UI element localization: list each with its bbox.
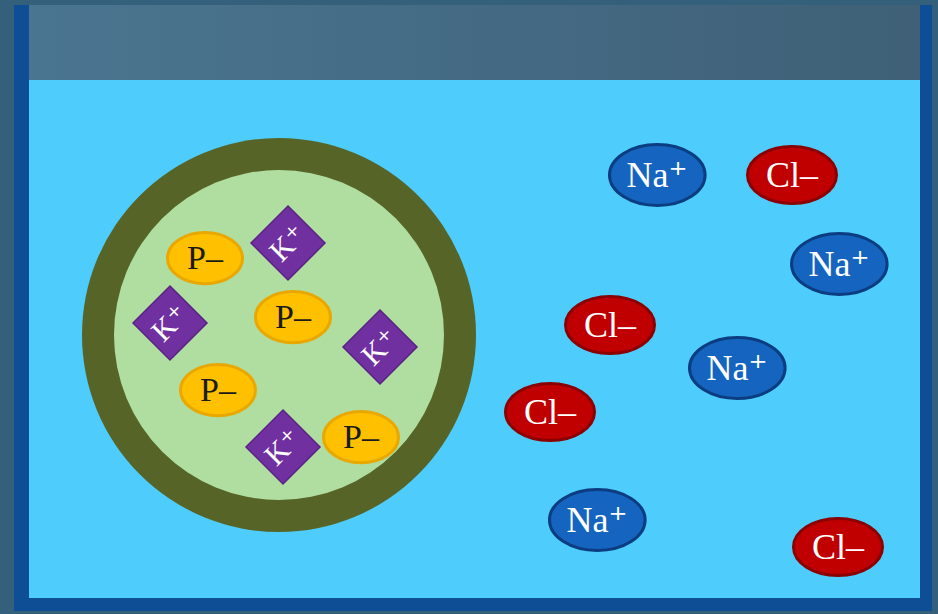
ion-label: Na⁺: [809, 246, 870, 282]
ion-label: P–: [200, 373, 236, 407]
ellipse-outline: [181, 364, 256, 415]
ellipse-outline: [748, 147, 837, 204]
cell-membrane: [82, 138, 476, 532]
ellipse-outline: [168, 232, 243, 283]
ion-label: Na⁺: [707, 350, 768, 386]
sodium-ion: Na⁺: [790, 232, 889, 296]
water: [28, 80, 921, 600]
ellipse-outline: [506, 384, 595, 441]
ellipse-outline: [609, 145, 705, 206]
potassium-ion: K⁺: [132, 285, 208, 361]
ellipse-outline: [689, 338, 785, 399]
sodium-ion: Na⁺: [688, 336, 787, 400]
ion-label: Cl–: [524, 394, 576, 430]
protein-anion: P–: [179, 363, 257, 417]
sodium-ion: Na⁺: [608, 143, 707, 207]
diamond-outline: [246, 410, 320, 484]
potassium-ion: K⁺: [245, 409, 321, 485]
ellipse-outline: [324, 411, 399, 462]
ion-label: Na⁺: [627, 157, 688, 193]
protein-anion: P–: [166, 231, 244, 285]
ellipse-outline: [794, 519, 883, 576]
ion-label: Na⁺: [567, 502, 628, 538]
ion-label: Cl–: [584, 307, 636, 343]
diamond-outline: [133, 286, 207, 360]
potassium-ion: K⁺: [250, 205, 326, 281]
ellipse-outline: [256, 291, 331, 342]
container-wall-right: [920, 5, 932, 611]
ion-label: Cl–: [812, 529, 864, 565]
ellipse-outline: [566, 297, 655, 354]
cell-interior: [114, 170, 444, 500]
chloride-ion: Cl–: [792, 517, 884, 577]
protein-anion: P–: [322, 410, 400, 464]
container-bottom: [14, 598, 932, 611]
air-space: [28, 5, 921, 82]
potassium-ion: K⁺: [342, 309, 418, 385]
diamond-outline: [251, 206, 325, 280]
container-wall-left: [14, 5, 29, 611]
chloride-ion: Cl–: [504, 382, 596, 442]
chloride-ion: Cl–: [746, 145, 838, 205]
ion-label: Cl–: [766, 157, 818, 193]
ion-label: P–: [275, 300, 311, 334]
diamond-outline: [343, 310, 417, 384]
chloride-ion: Cl–: [564, 295, 656, 355]
ellipse-outline: [549, 490, 645, 551]
ellipse-outline: [791, 234, 887, 295]
ion-label: P–: [343, 420, 379, 454]
sodium-ion: Na⁺: [548, 488, 647, 552]
ion-label: P–: [187, 241, 223, 275]
protein-anion: P–: [254, 290, 332, 344]
